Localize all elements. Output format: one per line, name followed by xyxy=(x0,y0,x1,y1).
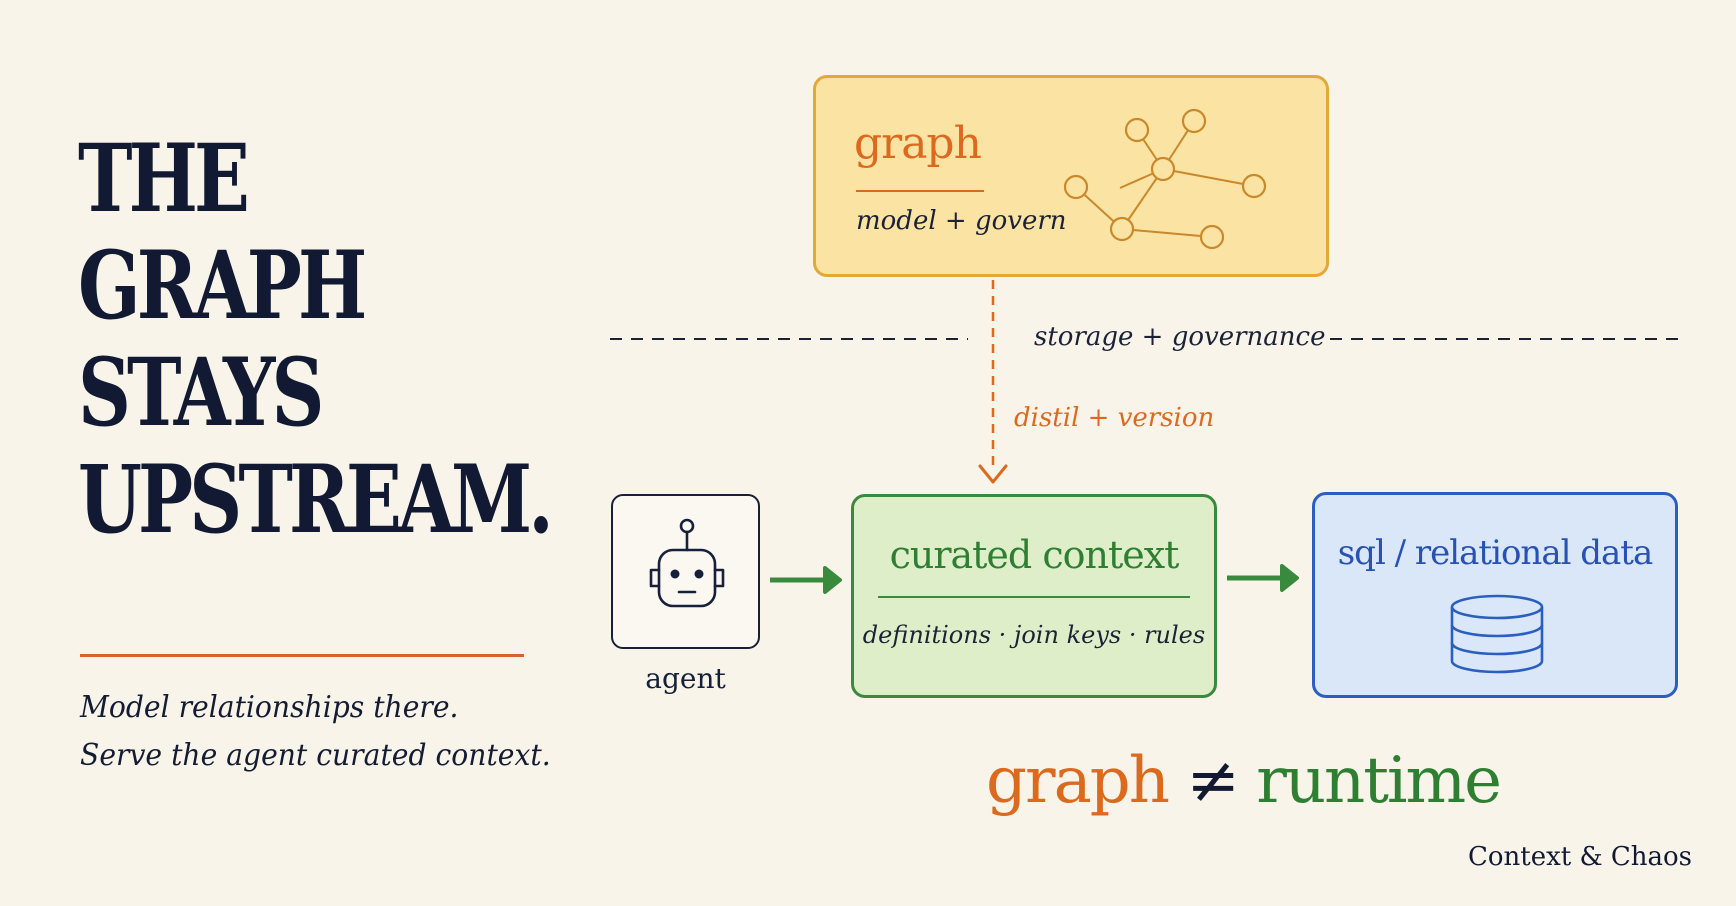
network-graph-icon xyxy=(1063,108,1267,250)
graph-box: graph model + govern xyxy=(813,75,1329,277)
equation-left: graph xyxy=(986,744,1170,818)
headline-line-3: STAYS xyxy=(78,338,324,448)
agent-label: agent xyxy=(645,662,726,695)
arrow-label: distil + version xyxy=(1014,403,1215,433)
headline-divider xyxy=(80,654,524,657)
graph-title-underline xyxy=(856,190,984,192)
divider-label: storage + governance xyxy=(1034,322,1326,352)
headline-line-2: GRAPH xyxy=(78,231,367,341)
footer-brand: Context & Chaos xyxy=(1467,842,1692,872)
tagline: Model relationships there. Serve the age… xyxy=(80,684,551,780)
equation: graph ≠ runtime xyxy=(986,744,1502,818)
arrow-down-icon xyxy=(978,464,1008,484)
database-icon xyxy=(1450,594,1544,674)
curated-context-box: curated context definitions · join keys … xyxy=(851,494,1217,698)
headline-line-4: UPSTREAM. xyxy=(78,445,554,555)
context-box-subtitle: definitions · join keys · rules xyxy=(862,621,1206,649)
headline-line-1: THE xyxy=(78,124,250,234)
equation-right: runtime xyxy=(1256,744,1502,818)
robot-icon xyxy=(649,518,725,608)
tagline-line-2: Serve the agent curated context. xyxy=(80,738,551,773)
tagline-line-1: Model relationships there. xyxy=(80,690,459,725)
graph-box-subtitle: model + govern xyxy=(856,206,1067,236)
sql-box-title: sql / relational data xyxy=(1337,533,1654,573)
arrow-right-icon-1 xyxy=(823,566,842,594)
headline: THE GRAPH STAYS UPSTREAM. xyxy=(78,124,554,555)
agent-box xyxy=(611,494,760,649)
context-box-title: curated context xyxy=(889,533,1180,577)
equation-operator: ≠ xyxy=(1186,744,1240,818)
graph-box-title: graph xyxy=(854,118,982,169)
arrow-right-icon-2 xyxy=(1280,564,1299,592)
sql-box: sql / relational data xyxy=(1312,492,1678,698)
context-title-underline xyxy=(878,596,1190,598)
